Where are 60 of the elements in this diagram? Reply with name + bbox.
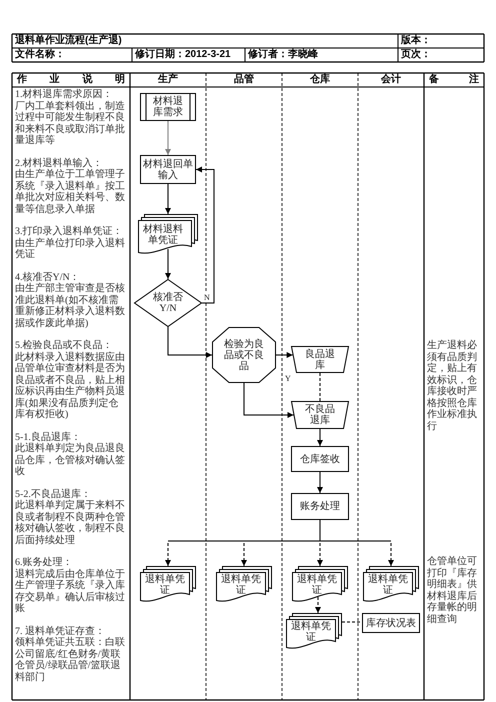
- step-description: 由生产单位打印录入退料凭证: [15, 238, 126, 260]
- remark-note: 仓管单位可打印『库存明细表』供材料退库后存量帐的明细查询: [427, 556, 478, 625]
- edge-label: N: [203, 293, 211, 302]
- arrow: [317, 428, 323, 446]
- step-heading: 5-1.良品退库：: [15, 432, 82, 442]
- trapezoid-shape: 不良品退库: [291, 401, 349, 429]
- edge-label: Y: [284, 374, 292, 383]
- step-description: 此退料单判定属于来料不良或者制程不良两种仓管核对确认签收，制程不良后面持续处理: [15, 500, 126, 546]
- document-stack: 退料单凭证: [292, 566, 348, 602]
- column-header: 作 业 说 明: [17, 73, 125, 87]
- remark-note: 生产退料必须有品质判定，贴上有效标识，仓库接收时严格按照仓库作业标准执行: [427, 340, 478, 432]
- step-heading: 5.检验良品或不良品：: [15, 340, 114, 352]
- page-number-label: 页次：: [401, 49, 431, 60]
- arrow: [320, 520, 394, 566]
- column-header: 仓库: [310, 74, 330, 85]
- octagon-shape: 检验为良品或不良品: [212, 327, 276, 383]
- decision-diamond: 核准否Y/N: [134, 279, 202, 327]
- step-heading: 4.核准否Y/N：: [15, 272, 81, 282]
- step-heading: 1.材料退库需求原因：: [15, 89, 114, 100]
- step-heading: 5-2.不良品退库：: [15, 488, 92, 500]
- step-heading: 3.打印录入退料单凭证：: [15, 226, 124, 238]
- trapezoid-shape: 良品退库: [291, 346, 349, 373]
- process-box: 材料退回单输入: [140, 155, 196, 184]
- column-header: 生产: [158, 74, 178, 85]
- arrow: [165, 120, 171, 156]
- arrow: [315, 596, 321, 614]
- revision-date: 修订日期：2012-3-21: [135, 49, 231, 60]
- arrow: [196, 166, 214, 304]
- version-label: 版本：: [401, 35, 431, 46]
- document-stack: 退料单凭证: [363, 566, 419, 602]
- step-description: 厂内工单套料领出，制造过程中可能发生制程不良和来料不良或取消订单批量退库等: [15, 100, 126, 146]
- step-description: 由生产部主管审查是否核准此退料单(如不核准需重新修正材料录入退料数据或作废此单据): [15, 283, 126, 329]
- step-heading: 2.材料退料单输入：: [15, 158, 104, 168]
- document-stack: 材料退料单凭证: [138, 214, 198, 254]
- step-description: 领料单凭证共五联：白联公司留底/红色财务/黄联仓管员/绿联品管/篮联退料部门: [15, 637, 126, 683]
- process-box: 账务处理: [291, 493, 349, 520]
- document-title: 退料单作业流程(生产退): [15, 35, 122, 46]
- predefined-process-box: 材料退库需求: [140, 93, 196, 121]
- arrow: [168, 326, 212, 358]
- step-description: 由生产单位于工单管理子系统『录入退料单』按工单批次对应相关料号、数量等信息录入单据: [15, 169, 126, 215]
- arrow: [165, 248, 171, 280]
- document-stack: 退料单凭证: [286, 613, 342, 649]
- step-description: 退料完成后由仓库单位于生产管理子系统『录入库存交易单』确认后审核过账: [15, 568, 126, 614]
- process-box: 仓库签收: [291, 446, 349, 472]
- step-description: 此退料单判定为良品退良品仓库，仓管核对确认签收: [15, 443, 126, 478]
- document-stack: 退料单凭证: [140, 566, 196, 602]
- arrow: [276, 352, 294, 358]
- column-header: 会计: [381, 74, 401, 85]
- step-heading: 7. 退料单凭证存查：: [15, 626, 106, 636]
- arrow: [244, 382, 294, 418]
- reviser-name: 修订者：李晓峰: [248, 49, 318, 60]
- column-header: 品管: [234, 74, 254, 85]
- step-description: 此材料录入退料数据应由品管单位审查材料是否为良品或者不良品，贴上相应标识再由生产物料员退库(如果没有品质判定仓库有权拒收): [15, 352, 126, 420]
- column-header: 备 注: [429, 73, 479, 87]
- file-name-label: 文件名称：: [15, 49, 65, 60]
- arrow: [317, 472, 323, 494]
- document-stack: 退料单凭证: [216, 566, 272, 602]
- process-box: 库存状况表: [362, 613, 420, 633]
- arrow: [165, 184, 171, 214]
- step-heading: 6.账务处理：: [15, 557, 74, 568]
